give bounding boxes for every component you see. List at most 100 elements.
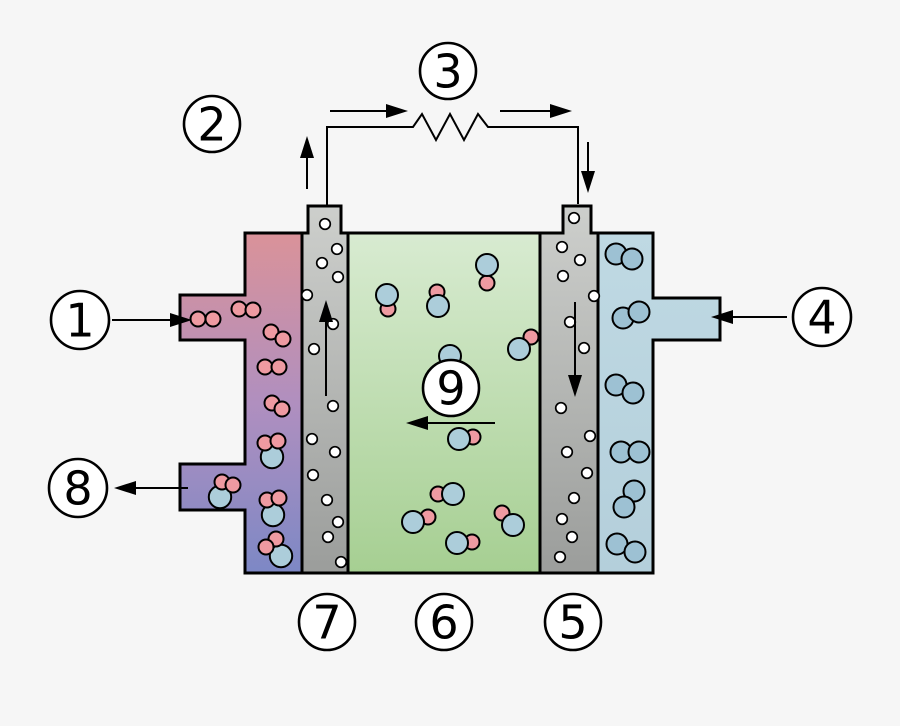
- anode-bubble: [320, 493, 334, 507]
- anode-bubble: [300, 288, 314, 302]
- label-number: 9: [436, 362, 465, 416]
- o-atom: [501, 513, 525, 537]
- anode-bubble: [307, 342, 321, 356]
- cathode-bubble: [567, 491, 581, 505]
- h2o-molecule: [258, 489, 288, 528]
- h-atom: [189, 310, 207, 328]
- cathode-bubble: [554, 401, 568, 415]
- o-atom: [401, 510, 425, 534]
- label-badge-4: 4: [791, 286, 853, 348]
- oh-ion: [447, 427, 482, 451]
- label-number: 8: [63, 462, 92, 516]
- anode-bubble: [306, 468, 320, 482]
- anode-bubble: [330, 242, 344, 256]
- number-labels: 1 2 3 4 5 6 7 8 9: [47, 41, 853, 652]
- o-atom: [441, 482, 465, 506]
- oh-ion: [475, 253, 499, 292]
- o2-molecule: [604, 373, 645, 405]
- flow-arrows: [112, 104, 787, 495]
- h2-molecule: [262, 323, 292, 348]
- o-atom: [507, 337, 531, 361]
- label-number: 2: [197, 98, 226, 152]
- h-atom: [274, 330, 292, 348]
- label-badge-3: 3: [418, 41, 478, 101]
- electron-down-arrow: [581, 142, 595, 193]
- label-number: 5: [558, 596, 587, 650]
- anode-bubble: [326, 399, 340, 413]
- o-atom: [620, 247, 644, 271]
- label-badge-6: 6: [414, 592, 474, 652]
- o-atom: [627, 300, 651, 324]
- h2o-molecule: [256, 432, 287, 470]
- cathode-bubble: [577, 341, 591, 355]
- cathode-bubble: [560, 445, 574, 459]
- cathode-electrode: [538, 204, 600, 575]
- label-number: 6: [429, 596, 458, 650]
- oh-ion: [507, 328, 540, 361]
- circuit-current-left-arrow: [330, 104, 408, 118]
- anode-bubble: [315, 256, 329, 270]
- oh-ion: [426, 283, 450, 318]
- label-badge-5: 5: [543, 592, 603, 652]
- h-atom: [478, 274, 496, 292]
- label-number: 7: [312, 596, 341, 650]
- anode-bubble: [331, 270, 345, 284]
- cathode-bubble: [555, 240, 569, 254]
- circuit-current-right-arrow: [500, 104, 572, 118]
- anode-bubble: [328, 445, 342, 459]
- cathode-bubble: [580, 466, 594, 480]
- label-number: 1: [65, 294, 94, 348]
- h-atom: [256, 358, 274, 376]
- o2-molecule: [605, 532, 647, 564]
- label-badge-9: 9: [421, 358, 481, 418]
- electron-bubbles: [300, 211, 601, 569]
- anode-flow-up-arrow: [319, 300, 333, 396]
- o2-molecule: [604, 242, 644, 271]
- h-atom: [270, 489, 288, 507]
- oh-ion: [401, 508, 437, 534]
- o-atom: [627, 440, 651, 464]
- anode-bubble: [305, 432, 319, 446]
- o-atom: [475, 253, 499, 277]
- oh-ion: [445, 531, 481, 555]
- h2o-molecule: [207, 473, 242, 510]
- label-badge-8: 8: [47, 457, 109, 519]
- h2-molecule: [263, 394, 291, 418]
- cathode-bubble: [556, 269, 570, 283]
- o-atom: [445, 531, 469, 555]
- h-atom: [224, 476, 242, 494]
- anode-bubble: [318, 217, 332, 231]
- label-number: 4: [807, 291, 836, 345]
- cathode-bubble: [567, 211, 581, 225]
- o-atom: [621, 381, 645, 405]
- anode-bubble: [321, 530, 335, 544]
- circuit-wire-with-resistor: [326, 111, 579, 207]
- o-atom: [623, 540, 647, 564]
- cathode-bubble: [573, 253, 587, 267]
- cathode-bubble: [583, 429, 597, 443]
- cathode-bubble: [555, 512, 569, 526]
- inlet-4-arrow: [711, 310, 787, 324]
- electrolyte-ion-arrow: [406, 416, 495, 430]
- o2-molecule: [611, 300, 651, 330]
- label-badge-1: 1: [49, 289, 111, 351]
- h-atom: [257, 538, 275, 556]
- h-atom: [269, 432, 287, 450]
- oh-ion: [429, 482, 465, 506]
- label-badge-2: 2: [182, 94, 242, 154]
- h-atom: [270, 358, 288, 376]
- cathode-bubble: [587, 289, 601, 303]
- o-atom: [426, 294, 450, 318]
- h2o-molecule: [257, 530, 294, 569]
- h2-molecule: [189, 310, 222, 328]
- o-atom: [612, 495, 636, 519]
- h-atom: [204, 310, 222, 328]
- cathode-bubble: [553, 550, 567, 564]
- oh-ion: [493, 504, 525, 537]
- cathode-bubble: [563, 315, 577, 329]
- cathode-bubble: [565, 530, 579, 544]
- anode-bubble: [331, 515, 345, 529]
- h-atom: [230, 300, 248, 318]
